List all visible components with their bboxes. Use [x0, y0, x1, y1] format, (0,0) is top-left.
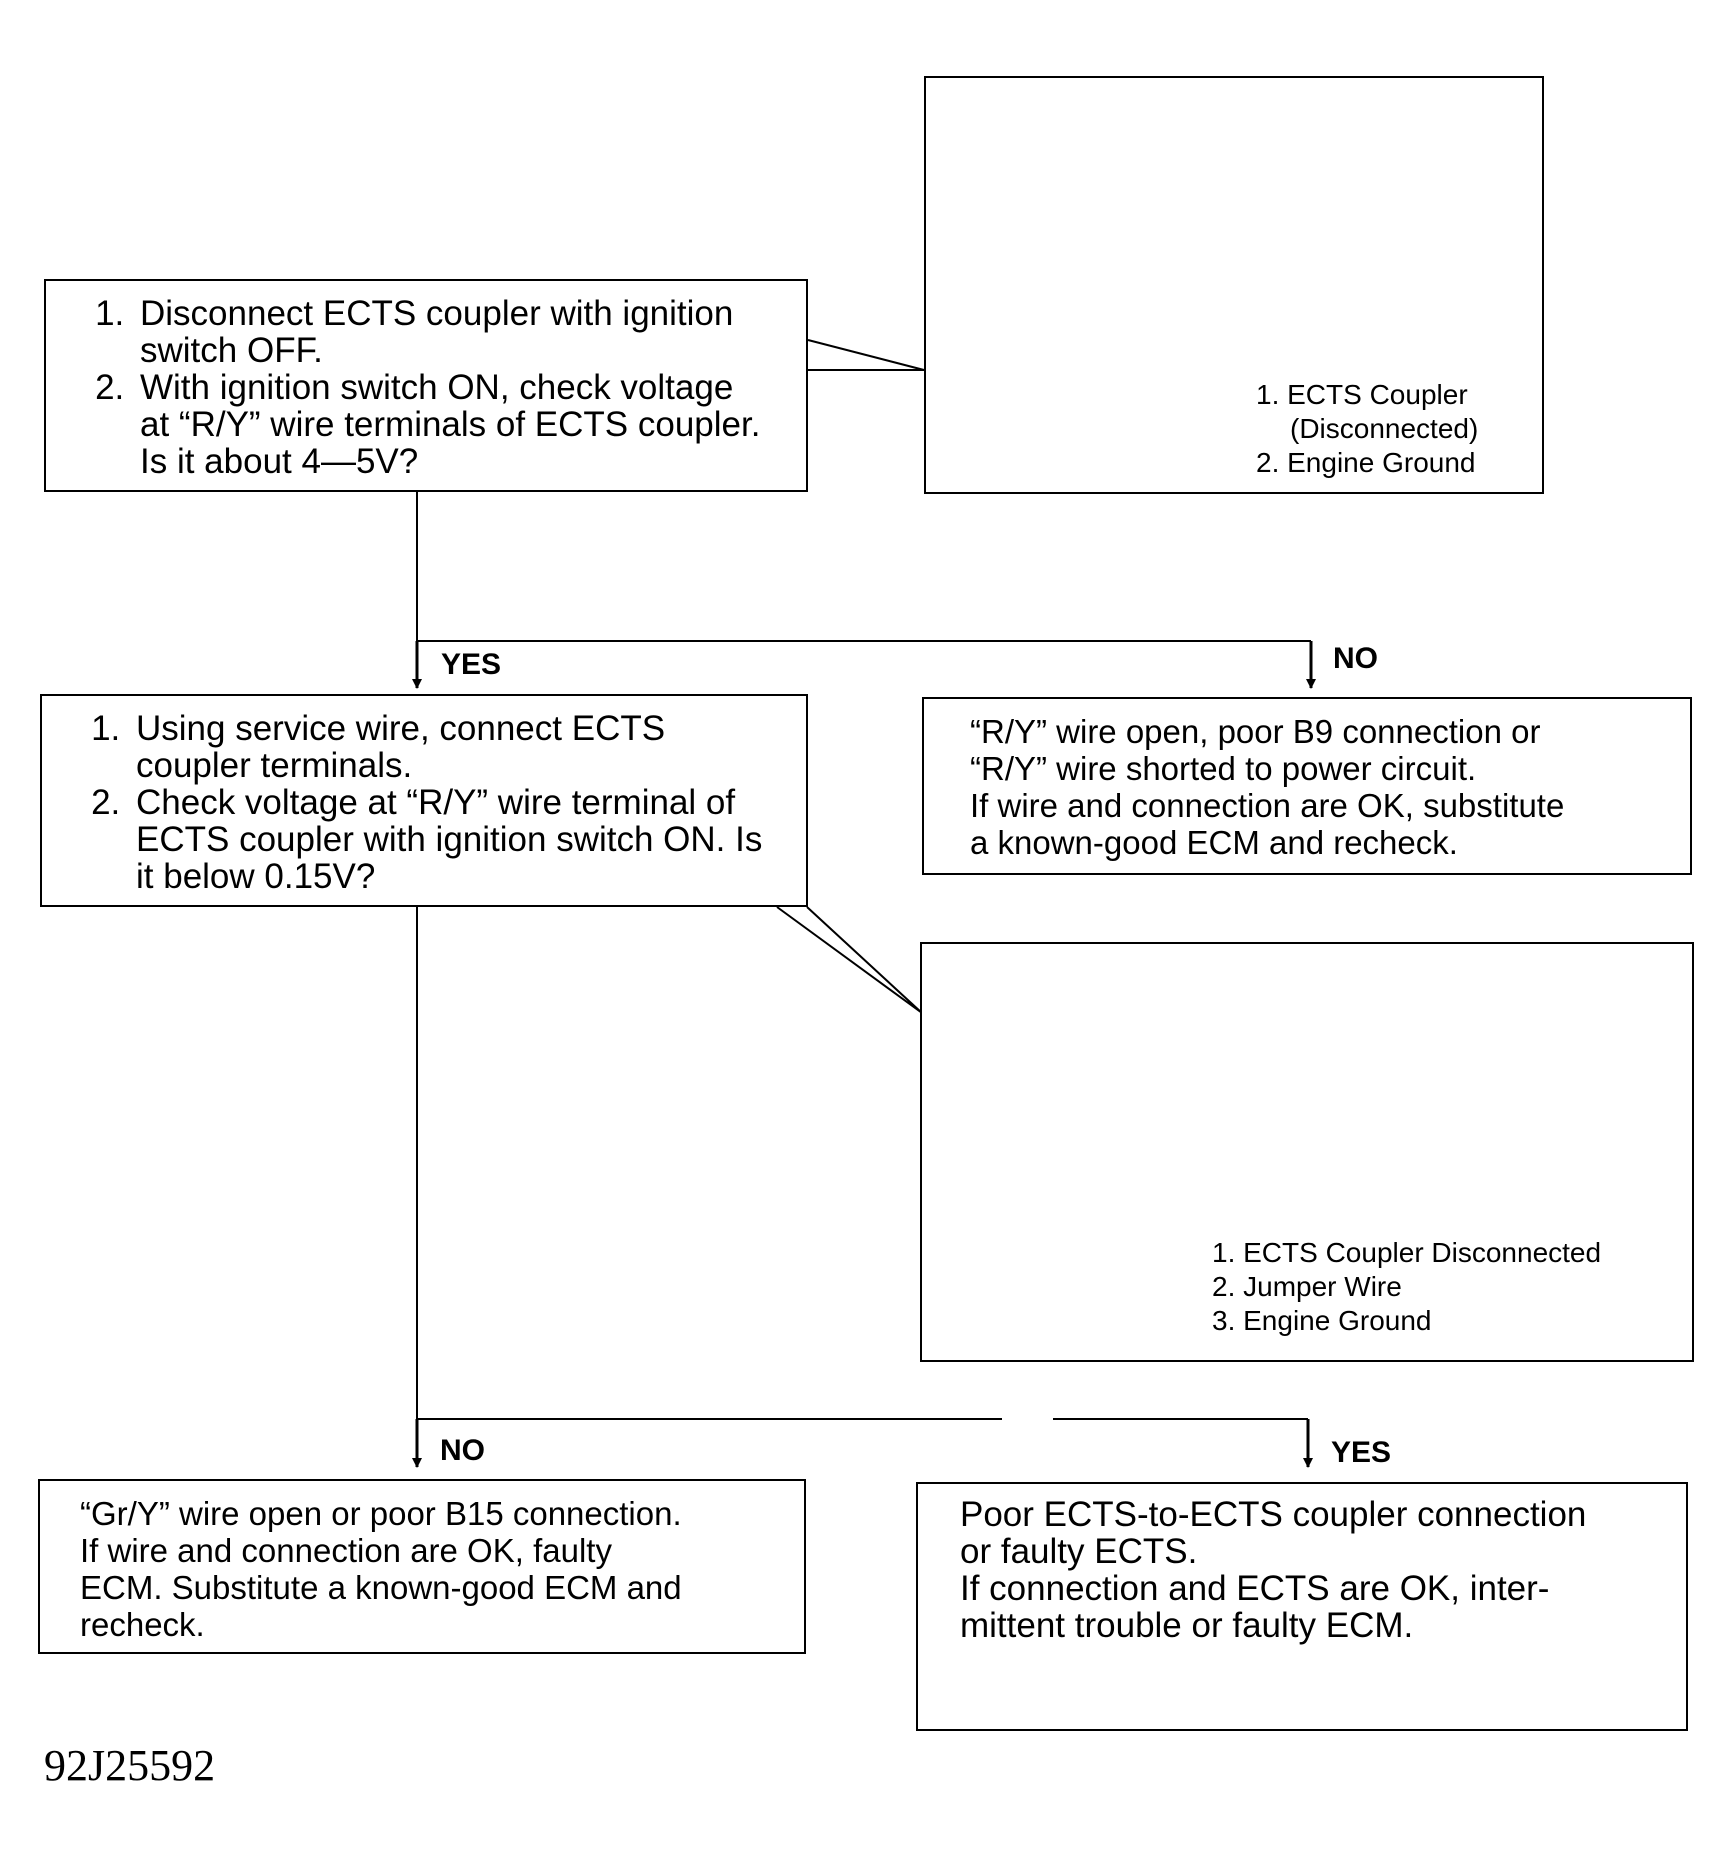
result-no1-line-1: “R/Y” wire open, poor B9 connection or [970, 713, 1541, 750]
result-yes2-line-3: If connection and ECTS are OK, inter- [960, 1569, 1550, 1608]
result-no2-line-2: If wire and connection are OK, faulty [80, 1532, 612, 1569]
result-no1-line-4: a known-good ECM and recheck. [970, 824, 1458, 861]
step2-list: Using service wire, connect ECTS coupler… [42, 710, 766, 895]
figure1-legend-item-1: 1. ECTS Coupler [1256, 379, 1468, 410]
pointer-step2-figure2 [776, 906, 923, 1014]
result-no1-line-3: If wire and connection are OK, substitut… [970, 787, 1565, 824]
branch2-yes-label: YES [1331, 1436, 1392, 1469]
step1-list: Disconnect ECTS coupler with ignition sw… [46, 295, 766, 480]
figure1-legend: 1. ECTS Coupler (Disconnected) 2. Engine… [1256, 378, 1478, 480]
branch2-no-label: NO [440, 1434, 485, 1467]
branch1-yes-label: YES [441, 648, 502, 681]
figure1-box: 1. ECTS Coupler (Disconnected) 2. Engine… [924, 76, 1544, 494]
result-no2-box: “Gr/Y” wire open or poor B15 connection.… [38, 1479, 806, 1654]
result-yes2-box: Poor ECTS-to-ECTS coupler connection or … [916, 1482, 1688, 1731]
step1-item-1: Disconnect ECTS coupler with ignition sw… [134, 295, 766, 369]
figure2-legend-item-1: 1. ECTS Coupler Disconnected [1212, 1237, 1602, 1268]
pointer-step1-figure1 [807, 339, 925, 371]
step2-box: Using service wire, connect ECTS coupler… [40, 694, 808, 907]
figure2-box: 1. ECTS Coupler Disconnected 2. Jumper W… [920, 942, 1694, 1362]
result-yes2-line-2: or faulty ECTS. [960, 1532, 1198, 1571]
result-no1-line-2: “R/Y” wire shorted to power circuit. [970, 750, 1477, 787]
step1-box: Disconnect ECTS coupler with ignition sw… [44, 279, 808, 492]
figure-code: 92J25592 [44, 1741, 216, 1790]
figure1-legend-item-1-detail: (Disconnected) [1290, 413, 1479, 444]
figure2-legend-item-2: 2. Jumper Wire [1212, 1271, 1402, 1302]
result-no2-line-4: recheck. [80, 1606, 205, 1643]
step2-item-1: Using service wire, connect ECTS coupler… [130, 710, 766, 784]
figure2-legend-item-3: 3. Engine Ground [1212, 1305, 1432, 1336]
figure2-legend: 1. ECTS Coupler Disconnected 2. Jumper W… [1212, 1236, 1601, 1338]
figure1-legend-item-2: 2. Engine Ground [1256, 447, 1476, 478]
step1-item-2: With ignition switch ON, check voltage a… [134, 369, 766, 480]
result-no1-box: “R/Y” wire open, poor B9 connection or “… [922, 697, 1692, 875]
result-yes2-line-4: mittent trouble or faulty ECM. [960, 1606, 1414, 1645]
result-no2-line-3: ECM. Substitute a known-good ECM and [80, 1569, 682, 1606]
result-yes2-line-1: Poor ECTS-to-ECTS coupler connection [960, 1495, 1587, 1534]
step2-item-2: Check voltage at “R/Y” wire terminal of … [130, 784, 766, 895]
result-no2-line-1: “Gr/Y” wire open or poor B15 connection. [80, 1495, 682, 1532]
branch1-no-label: NO [1333, 642, 1378, 675]
